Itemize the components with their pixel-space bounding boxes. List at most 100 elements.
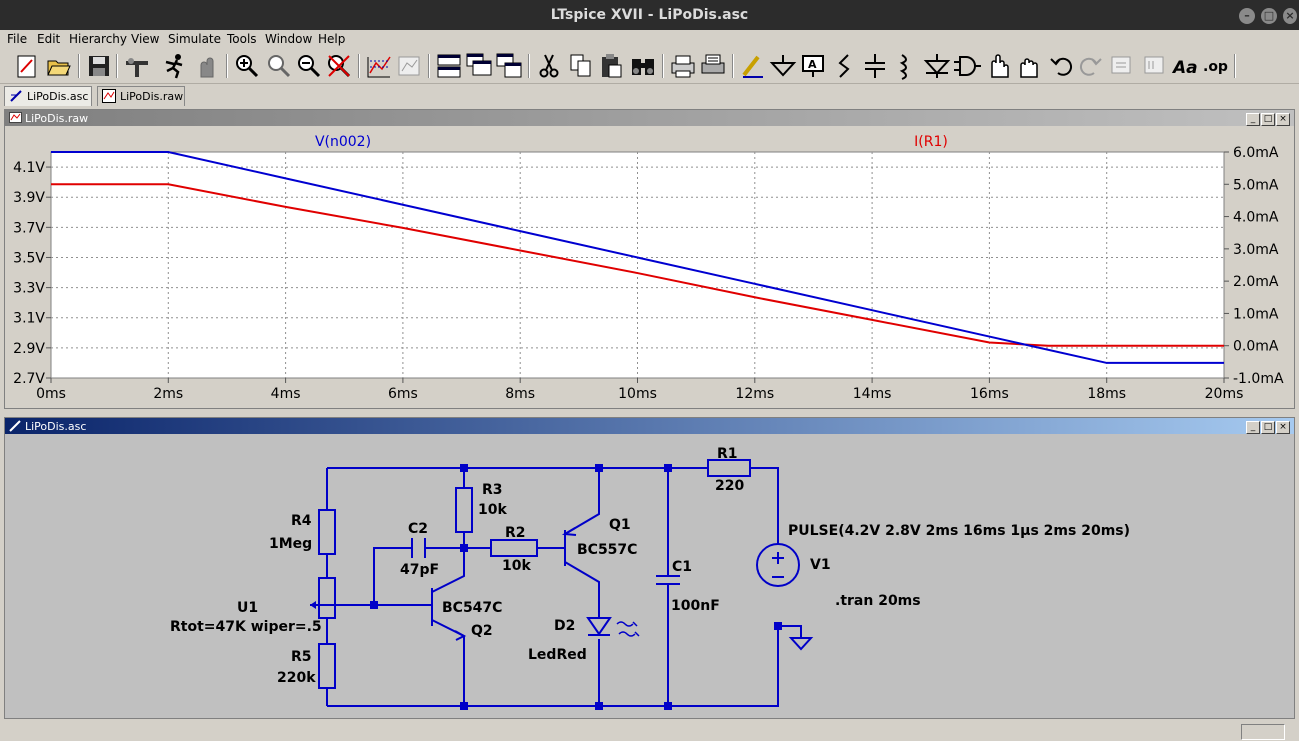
draw-wire-icon[interactable] [738, 51, 768, 81]
r4-value[interactable]: 1Meg [269, 536, 312, 552]
capacitor-c1[interactable] [656, 575, 680, 585]
diode-icon[interactable] [922, 51, 952, 81]
trace-i-r1[interactable] [51, 183, 1224, 347]
v1-value[interactable]: PULSE(4.2V 2.8V 2ms 16ms 1µs 2ms 20ms) [788, 523, 1130, 539]
menu-help[interactable]: Help [318, 32, 346, 46]
q2-value[interactable]: BC547C [442, 600, 502, 616]
r1-ref[interactable]: R1 [717, 446, 738, 462]
print-preview-icon[interactable] [668, 51, 698, 81]
potentiometer-u1[interactable] [318, 577, 336, 619]
close-button[interactable]: × [1283, 8, 1297, 24]
mirror-icon[interactable] [1140, 51, 1170, 81]
v1-ref[interactable]: V1 [810, 557, 831, 573]
redo-icon[interactable] [1076, 51, 1106, 81]
voltage-source-v1[interactable] [756, 543, 800, 587]
legend-v-n002[interactable]: V(n002) [315, 134, 371, 150]
spice-directive[interactable]: .tran 20ms [835, 593, 921, 609]
plot-area[interactable] [50, 151, 1225, 379]
run-icon[interactable] [160, 51, 190, 81]
c2-value[interactable]: 47pF [400, 562, 439, 578]
c1-ref[interactable]: C1 [672, 559, 692, 575]
menu-edit[interactable]: Edit [37, 32, 61, 46]
minimize-button[interactable]: – [1239, 8, 1255, 24]
label-net-icon[interactable]: A [798, 51, 828, 81]
plot-settings-icon[interactable] [394, 51, 424, 81]
halt-icon[interactable] [192, 51, 222, 81]
resistor-r4[interactable] [318, 509, 336, 555]
legend-i-r1[interactable]: I(R1) [914, 134, 948, 150]
save-icon[interactable] [84, 51, 114, 81]
maximize-button[interactable]: □ [1261, 113, 1275, 126]
rotate-icon[interactable] [1108, 51, 1138, 81]
resistor-r1[interactable] [707, 459, 751, 477]
r5-ref[interactable]: R5 [291, 649, 312, 665]
component-icon[interactable] [952, 51, 982, 81]
text-icon[interactable]: Aa [1170, 51, 1200, 81]
tab-lipodis-raw[interactable]: LiPoDis.raw [97, 86, 185, 106]
r5-value[interactable]: 220k [277, 670, 316, 686]
q2-ref[interactable]: Q2 [471, 623, 493, 639]
tab-lipodis-asc[interactable]: LiPoDis.asc [4, 86, 92, 106]
close-button[interactable]: × [1276, 421, 1290, 434]
zoom-out-icon[interactable] [294, 51, 324, 81]
r4-ref[interactable]: R4 [291, 513, 312, 529]
c1-value[interactable]: 100nF [671, 598, 720, 614]
resistor-r2[interactable] [490, 539, 538, 557]
ground-icon[interactable] [768, 51, 798, 81]
zoom-cancel-icon[interactable] [324, 51, 354, 81]
minimize-button[interactable]: _ [1246, 421, 1260, 434]
resistor-icon[interactable] [830, 51, 860, 81]
cut-icon[interactable] [534, 51, 564, 81]
d2-ref[interactable]: D2 [554, 618, 575, 634]
tile-horizontal-icon[interactable] [434, 51, 464, 81]
c2-ref[interactable]: C2 [408, 521, 428, 537]
menu-tools[interactable]: Tools [227, 32, 257, 46]
maximize-button[interactable]: □ [1261, 421, 1275, 434]
r1-value[interactable]: 220 [715, 478, 744, 494]
inductor-icon[interactable] [890, 51, 920, 81]
trace-v-n002[interactable] [51, 151, 1224, 364]
r3-ref[interactable]: R3 [482, 482, 503, 498]
r2-ref[interactable]: R2 [505, 525, 526, 541]
tile-vertical-icon[interactable] [494, 51, 524, 81]
close-button[interactable]: × [1276, 113, 1290, 126]
undo-icon[interactable] [1046, 51, 1076, 81]
led-d2[interactable] [586, 617, 640, 637]
drag-icon[interactable] [1014, 51, 1044, 81]
r3-value[interactable]: 10k [478, 502, 507, 518]
resistor-r3[interactable] [455, 487, 473, 533]
cascade-icon[interactable] [464, 51, 494, 81]
control-panel-icon[interactable] [122, 51, 152, 81]
zoom-in-icon[interactable] [232, 51, 262, 81]
spice-directive-icon[interactable]: .op [1200, 51, 1230, 81]
new-schematic-icon[interactable] [12, 51, 42, 81]
menu-window[interactable]: Window [265, 32, 313, 46]
move-icon[interactable] [984, 51, 1014, 81]
maximize-button[interactable]: □ [1261, 8, 1277, 24]
d2-value[interactable]: LedRed [528, 647, 587, 663]
r2-value[interactable]: 10k [502, 558, 531, 574]
menu-file[interactable]: File [7, 32, 28, 46]
u1-value[interactable]: Rtot=47K wiper=.5 [170, 619, 322, 635]
transistor-q1[interactable] [561, 527, 577, 566]
u1-ref[interactable]: U1 [237, 600, 258, 616]
q1-value[interactable]: BC557C [577, 542, 637, 558]
copy-icon[interactable] [566, 51, 596, 81]
autorange-icon[interactable] [364, 51, 394, 81]
resistor-r5[interactable] [318, 643, 336, 689]
menu-hierarchy[interactable]: Hierarchy [69, 32, 128, 46]
menu-view[interactable]: View [131, 32, 160, 46]
schematic-canvas[interactable]: R4 1Meg U1 Rtot=47K wiper=.5 R5 220k C2 … [5, 434, 1294, 718]
zoom-area-icon[interactable] [264, 51, 294, 81]
transistor-q2[interactable] [415, 588, 467, 641]
minimize-button[interactable]: _ [1246, 113, 1260, 126]
capacitor-icon[interactable] [860, 51, 890, 81]
paste-icon[interactable] [596, 51, 626, 81]
open-icon[interactable] [44, 51, 74, 81]
print-icon[interactable] [698, 51, 728, 81]
find-icon[interactable] [628, 51, 658, 81]
menu-simulate[interactable]: Simulate [168, 32, 222, 46]
capacitor-c2[interactable] [411, 538, 426, 558]
q1-ref[interactable]: Q1 [609, 517, 631, 533]
